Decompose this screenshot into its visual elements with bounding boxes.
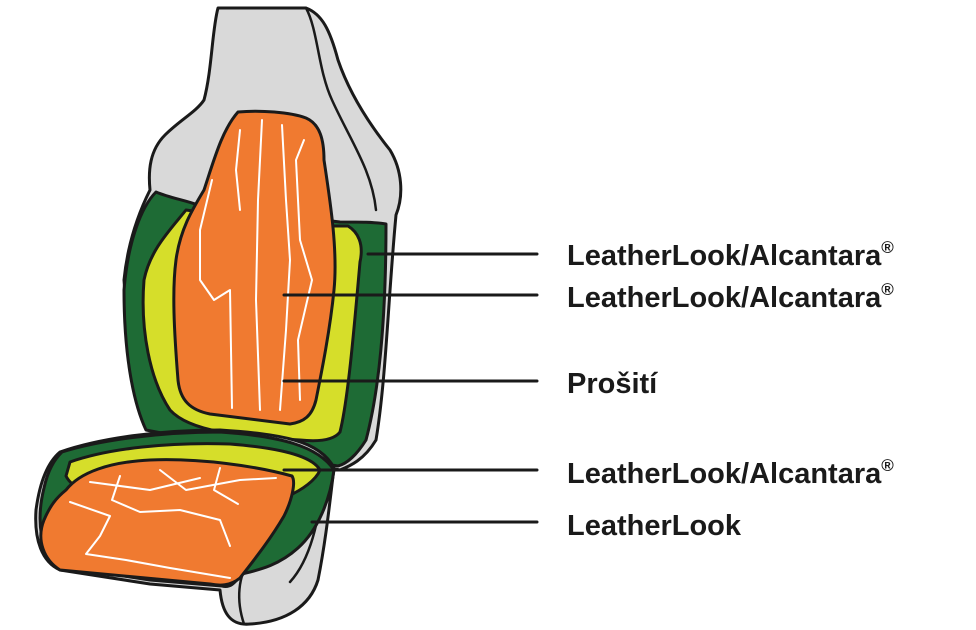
- label-text: LeatherLook/Alcantara: [567, 282, 882, 314]
- label-seat-edge: LeatherLook/Alcantara®: [567, 457, 894, 489]
- label-text: LeatherLook/Alcantara: [567, 458, 882, 490]
- label-text: LeatherLook: [567, 510, 742, 542]
- backrest-stitching: [199, 119, 313, 411]
- seat-insert-orange: [39, 458, 296, 587]
- seat-stitching: [69, 467, 277, 579]
- label-text: LeatherLook/Alcantara: [567, 240, 882, 272]
- backrest-insert-orange: [172, 109, 337, 426]
- registered-mark: ®: [881, 238, 894, 257]
- registered-mark: ®: [881, 280, 894, 299]
- leader-lines: [282, 252, 539, 524]
- label-backrest-bolster: LeatherLook/Alcantara®: [567, 239, 894, 271]
- label-seat-base: LeatherLook: [567, 509, 741, 541]
- registered-mark: ®: [881, 456, 894, 475]
- label-stitching: Prošití: [567, 367, 657, 399]
- label-text: Prošití: [567, 368, 658, 400]
- backrest-side-line: [304, 6, 378, 212]
- label-backrest-insert: LeatherLook/Alcantara®: [567, 281, 894, 313]
